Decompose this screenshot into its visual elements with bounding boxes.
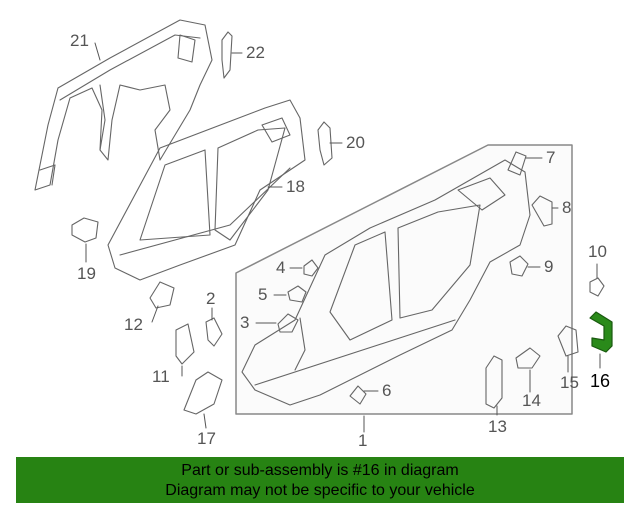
part-18-shape: [107, 99, 306, 281]
callout-13: 13: [488, 417, 507, 436]
part-20-shape: [317, 121, 333, 166]
callout-17: 17: [197, 429, 216, 448]
part-13-shape: [485, 355, 503, 409]
callout-2: 2: [206, 289, 216, 308]
callout-11: 11: [152, 367, 170, 386]
parts-diagram: 21 22 20 18 19 12 2 11 17 4 5 3 6 7 8 9 …: [34, 19, 613, 450]
callout-16-selected[interactable]: 16: [590, 371, 611, 391]
callout-15: 15: [560, 373, 579, 392]
callout-9: 9: [544, 257, 554, 276]
part-16-highlight[interactable]: [589, 311, 613, 353]
part-11-shape: [175, 323, 195, 365]
callout-22: 22: [246, 43, 265, 62]
callout-5: 5: [258, 285, 268, 304]
part-21-shape: [34, 19, 213, 191]
callout-19: 19: [77, 264, 96, 283]
part-6-shape: [349, 385, 367, 405]
callout-6: 6: [382, 381, 392, 400]
part-2-shape: [205, 317, 223, 347]
part-12-shape: [149, 281, 175, 309]
leader-lines: [85, 42, 601, 433]
part-3-shape: [277, 313, 299, 333]
part-8-shape: [531, 195, 553, 227]
callout-14: 14: [522, 391, 541, 410]
diagram-drawing: [34, 19, 613, 433]
part-4-shape: [303, 259, 319, 277]
part-9-shape: [509, 255, 529, 277]
info-banner: Part or sub-assembly is #16 in diagram D…: [16, 457, 624, 503]
part-19-shape: [71, 217, 99, 243]
callout-20: 20: [346, 133, 365, 152]
part-10-shape: [589, 277, 605, 297]
callout-3: 3: [240, 313, 250, 332]
callout-18: 18: [286, 177, 305, 196]
callout-12: 12: [124, 315, 143, 334]
part-7-shape: [507, 151, 527, 176]
callout-10: 10: [588, 242, 607, 261]
part-14-shape: [515, 347, 541, 369]
part-22-shape: [221, 31, 233, 79]
part-5-shape: [287, 285, 307, 303]
callout-7: 7: [546, 148, 556, 167]
callout-4: 4: [276, 258, 286, 277]
callout-21: 21: [70, 31, 89, 50]
callout-1: 1: [358, 431, 368, 450]
callout-8: 8: [562, 198, 572, 217]
banner-line-part-info: Part or sub-assembly is #16 in diagram: [181, 462, 459, 479]
part-1-shape: [241, 159, 531, 406]
part-15-shape: [557, 325, 579, 357]
part-17-shape: [183, 371, 223, 415]
banner-line-disclaimer: Diagram may not be specific to your vehi…: [165, 482, 475, 499]
assembly-1-outline: [235, 144, 573, 415]
